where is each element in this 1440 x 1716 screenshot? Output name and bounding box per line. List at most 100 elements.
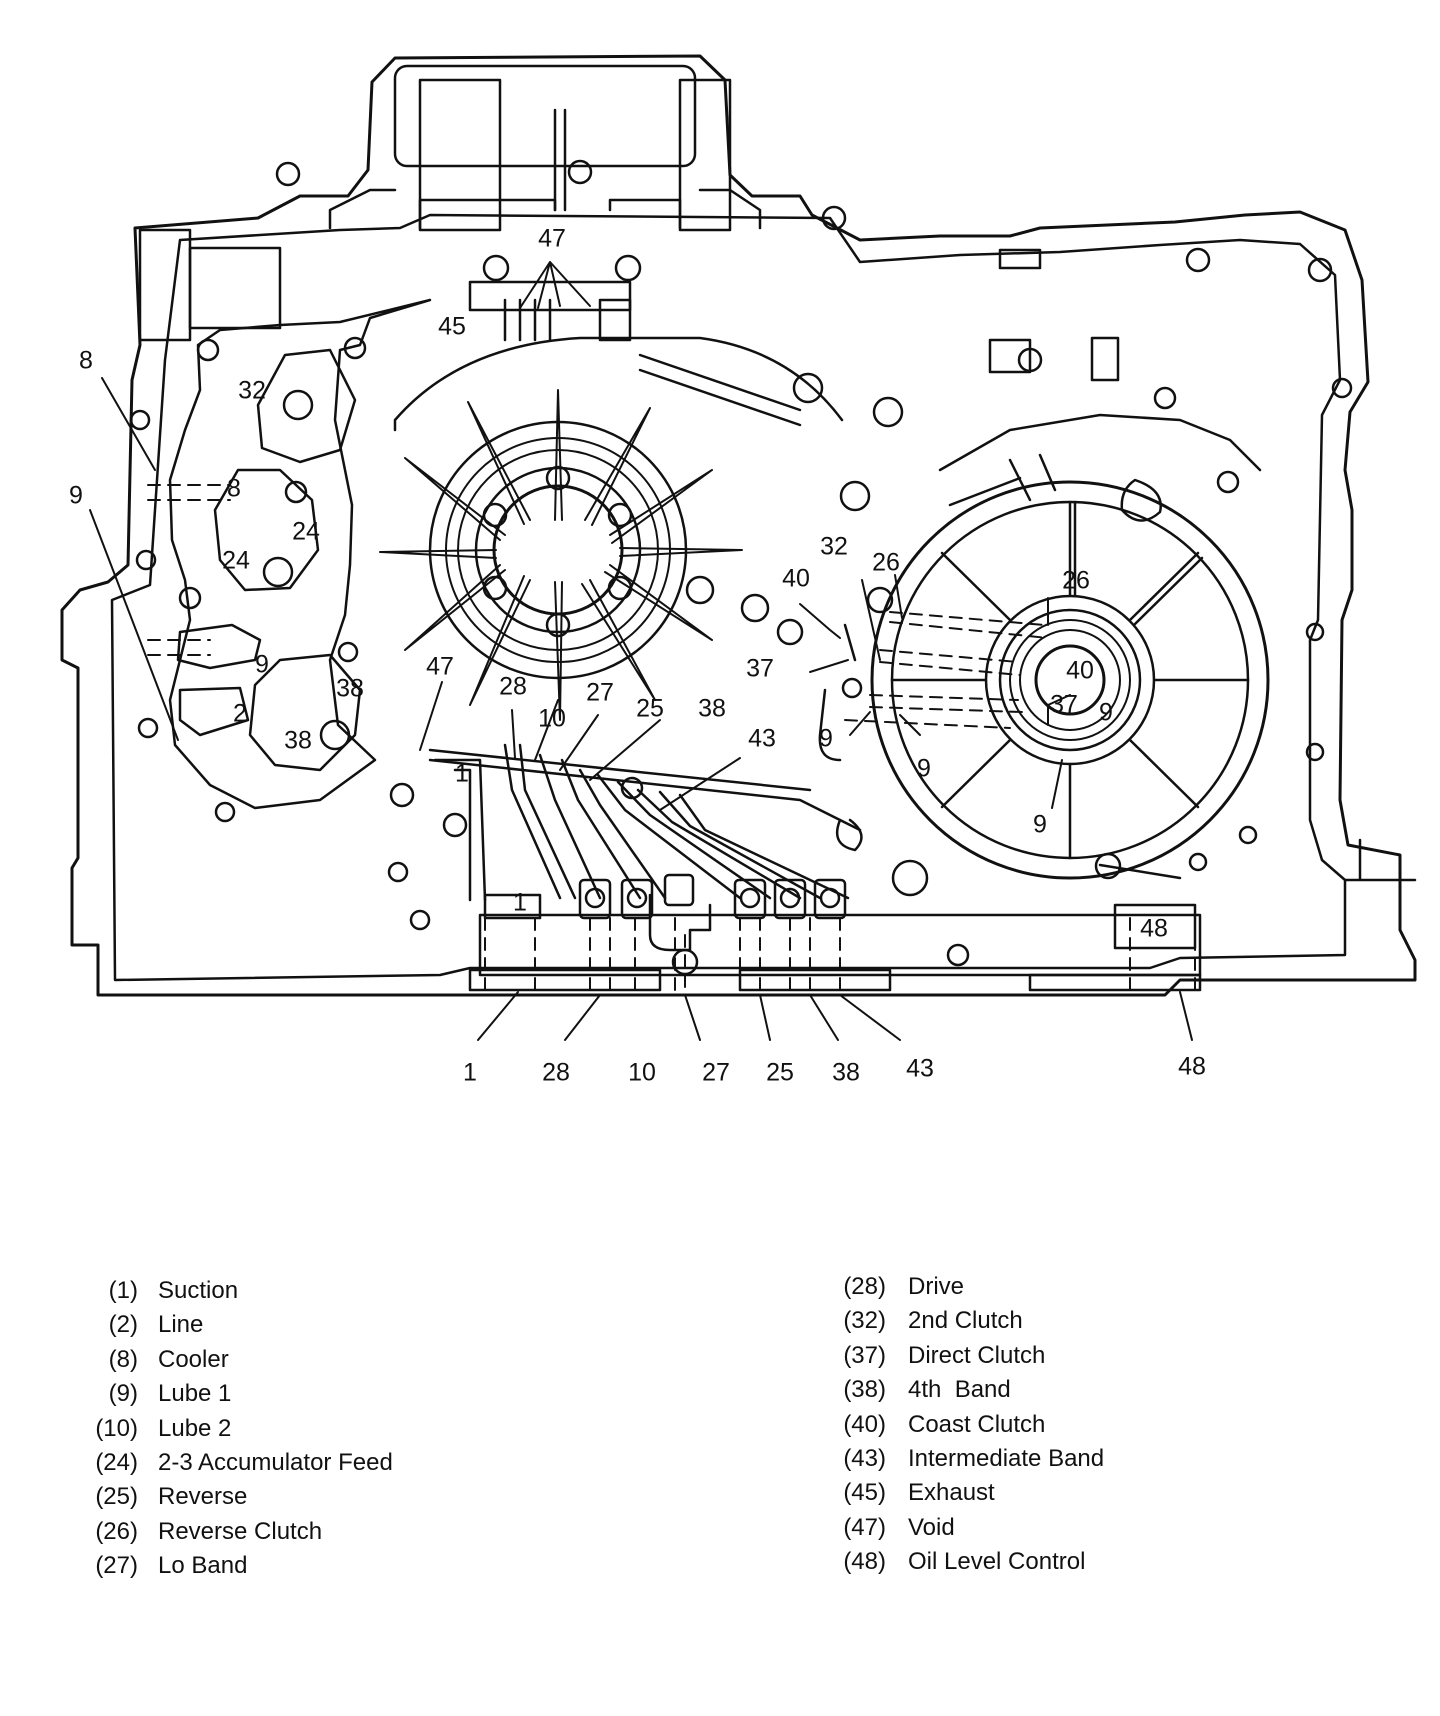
- bottom-label-10: 10: [628, 1059, 656, 1087]
- legend-item: (32) 2nd Clutch: [828, 1304, 1104, 1338]
- drum-spokes: [890, 500, 1250, 860]
- legend-item: (2)Line: [84, 1308, 393, 1342]
- lower-passages: [428, 743, 862, 902]
- legend-label: Oil Level Control: [908, 1548, 1086, 1576]
- callout-32-left: 32: [238, 377, 266, 405]
- legend-left-column: (1)Suction (2)Line (8) Cooler (9) Lube 1 (…: [84, 1274, 393, 1584]
- callout-48-slot: 48: [1140, 915, 1168, 943]
- right-features: [818, 248, 1417, 882]
- legend-right-column: (28)Drive (32) 2nd Clutch (37) Direct Clut…: [828, 1270, 1104, 1580]
- legend-label: 2-3 Accumulator Feed: [158, 1448, 393, 1476]
- callout-40-b: 40: [1066, 657, 1094, 685]
- callout-47-mid: 47: [426, 653, 454, 681]
- legend-number: (40): [843, 1410, 886, 1438]
- callout-47-top: 47: [538, 225, 566, 253]
- legend-item: (26) Reverse Clutch: [84, 1515, 393, 1549]
- callout-37-b: 37: [1050, 691, 1078, 719]
- legend-label: Exhaust: [908, 1479, 995, 1507]
- legend-number: (10): [95, 1414, 138, 1442]
- callout-43: 43: [748, 725, 776, 753]
- legend-number: (25): [95, 1483, 138, 1511]
- case-outline: [60, 54, 1417, 997]
- legend-item: (24) 2-3 Accumulator Feed: [84, 1446, 393, 1480]
- top-housing: [328, 64, 762, 232]
- callout-38-b: 38: [284, 727, 312, 755]
- legend-label: 2nd Clutch: [908, 1307, 1023, 1335]
- legend-item: (10)Lube 2: [84, 1412, 393, 1446]
- dashed-passages: [147, 484, 1196, 991]
- legend-label: Reverse Clutch: [158, 1517, 323, 1545]
- callout-8: 8: [79, 347, 93, 375]
- callout-9-b: 9: [917, 755, 931, 783]
- callout-2: 2: [233, 700, 247, 728]
- callout-1-slot: 1: [513, 889, 527, 917]
- bottom-label-38: 38: [832, 1059, 860, 1087]
- legend-number: (26): [95, 1517, 138, 1545]
- legend-item: (28)Drive: [828, 1270, 1104, 1304]
- legend-item: (9) Lube 1: [84, 1377, 393, 1411]
- legend-item: (1)Suction: [84, 1274, 393, 1308]
- legend-number: (43): [843, 1444, 886, 1472]
- legend-item: (48) Oil Level Control: [828, 1545, 1104, 1579]
- legend-label: 4th Band: [908, 1376, 1011, 1404]
- legend-label: Suction: [158, 1277, 239, 1304]
- callout-10: 10: [538, 705, 566, 733]
- legend-label: Void: [908, 1513, 955, 1541]
- bottom-label-27: 27: [702, 1059, 730, 1087]
- callout-1-top: 1: [455, 760, 469, 788]
- upper-passages: [393, 280, 844, 432]
- legend-number: (2): [108, 1311, 138, 1339]
- callout-9-inner: 9: [255, 651, 269, 679]
- legend-number: (24): [95, 1448, 138, 1476]
- legend-item: (38) 4th Band: [828, 1373, 1104, 1407]
- callout-38-c: 38: [698, 695, 726, 723]
- legend-item: (37) Direct Clutch: [828, 1339, 1104, 1373]
- legend-item: (8) Cooler: [84, 1343, 393, 1377]
- legend-item: (40) Coast Clutch: [828, 1408, 1104, 1442]
- callout-40-a: 40: [782, 565, 810, 593]
- port-cups: [578, 873, 847, 920]
- callout-labels: 47 45 8 32 8 9 24 24 9 2 38 38 47 28 10 …: [69, 225, 1206, 1087]
- legend-number: (8): [108, 1345, 138, 1373]
- legend-number: (32): [843, 1307, 886, 1335]
- callout-32-right: 32: [820, 533, 848, 561]
- pump-gears: [262, 389, 351, 751]
- legend-number: (38): [843, 1376, 886, 1404]
- callout-9-d: 9: [1033, 811, 1047, 839]
- callout-25: 25: [636, 695, 664, 723]
- bottom-label-1: 1: [463, 1059, 477, 1087]
- legend-number: (45): [843, 1479, 886, 1507]
- callout-9: 9: [69, 482, 83, 510]
- callout-8-inner: 8: [227, 475, 241, 503]
- legend-number: (37): [843, 1341, 886, 1369]
- legend-label: Coast Clutch: [908, 1410, 1046, 1438]
- transmission-case-diagram: 47 45 8 32 8 9 24 24 9 2 38 38 47 28 10 …: [60, 54, 1417, 1087]
- legend-item: (27) Lo Band: [84, 1549, 393, 1583]
- legend-label: Cooler: [158, 1345, 229, 1373]
- legend-item: (25) Reverse: [84, 1480, 393, 1514]
- legend-label: Lo Band: [158, 1552, 248, 1580]
- bottom-label-28: 28: [542, 1059, 570, 1087]
- bottom-label-43: 43: [906, 1055, 934, 1083]
- callout-24-b: 24: [222, 547, 250, 575]
- callout-28: 28: [499, 673, 527, 701]
- hub-spokes: [379, 389, 743, 721]
- callout-38-a: 38: [336, 675, 364, 703]
- legend-label: Lube 1: [158, 1380, 232, 1408]
- callout-27: 27: [586, 679, 614, 707]
- bottom-pan: [468, 893, 1202, 992]
- bottom-label-48: 48: [1178, 1053, 1206, 1081]
- legend-item: (47)Void: [828, 1511, 1104, 1545]
- legend-item: (43) Intermediate Band: [828, 1442, 1104, 1476]
- legend-label: Drive: [908, 1273, 965, 1300]
- legend-label: Reverse: [158, 1483, 248, 1511]
- drum-bracket: [938, 413, 1262, 880]
- legend-label: Direct Clutch: [908, 1341, 1046, 1369]
- callout-37-a: 37: [746, 655, 774, 683]
- callout-9-c: 9: [1099, 699, 1113, 727]
- legend-number: (27): [95, 1552, 138, 1580]
- legend-number: (9): [108, 1380, 138, 1408]
- callout-26-a: 26: [872, 549, 900, 577]
- legend-number: (48): [843, 1548, 886, 1576]
- legend-label: Intermediate Band: [908, 1444, 1105, 1472]
